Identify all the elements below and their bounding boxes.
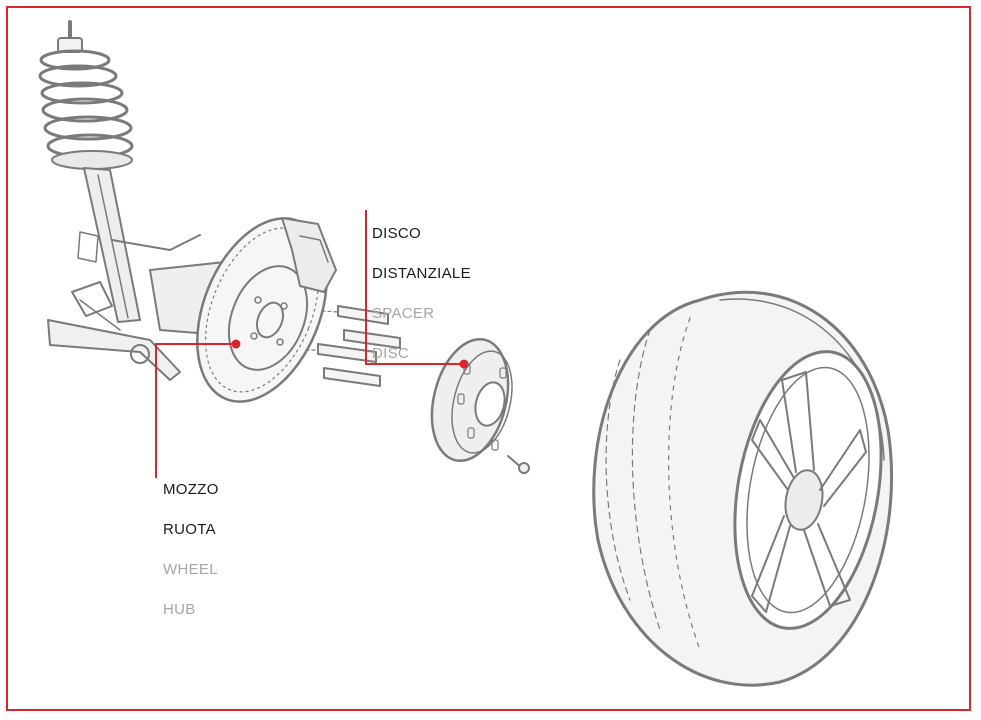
wheel-hub-leader — [155, 343, 236, 478]
wheel — [592, 290, 893, 687]
spacer-bolt — [507, 455, 530, 474]
spacer-disc-label-it-1: DISCO — [372, 225, 422, 242]
spacer-disc-leader — [365, 210, 464, 365]
spacer-disc-label-en-2: DISC — [372, 345, 410, 362]
wheel-hub-label-it-1: MOZZO — [163, 481, 219, 498]
suspension-strut — [38, 20, 201, 323]
wheel-hub-label-it-2: RUOTA — [163, 521, 216, 538]
wheel-hub-label-en-1: WHEEL — [163, 561, 218, 578]
diagram-frame — [6, 6, 971, 711]
wheel-hub-label: MOZZO RUOTA WHEEL HUB — [163, 460, 219, 640]
control-arm — [47, 281, 181, 381]
spacer-disc-label: DISCO DISTANZIALE SPACER DISC — [372, 204, 471, 384]
spacer-disc-label-en-1: SPACER — [372, 305, 435, 322]
spacer-disc — [430, 337, 513, 463]
spacer-disc-label-it-2: DISTANZIALE — [372, 265, 471, 282]
wheel-studs — [305, 305, 401, 387]
brake-caliper — [281, 217, 337, 293]
spacer-disc-marker — [459, 359, 469, 369]
wheel-hub-label-en-2: HUB — [163, 601, 196, 618]
wheel-hub-marker — [231, 339, 241, 349]
callout-lines — [155, 210, 464, 478]
